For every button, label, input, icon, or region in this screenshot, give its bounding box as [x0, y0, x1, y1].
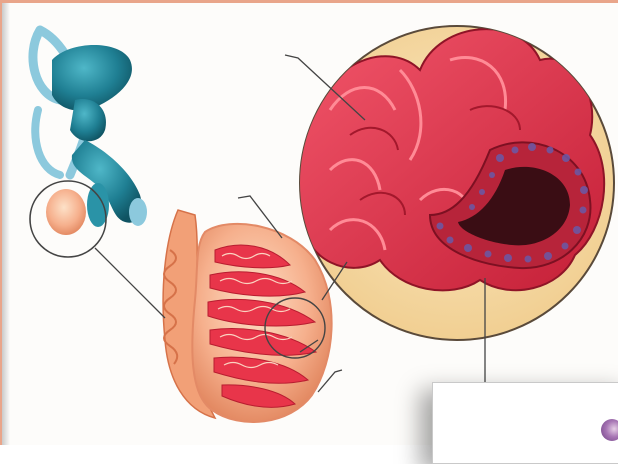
leader-line-callout: [95, 248, 165, 318]
tubule-cross-section-panel: [432, 382, 618, 464]
small-testis: [46, 189, 86, 235]
duct-loop: [35, 110, 60, 175]
illustration: [0, 0, 618, 445]
cell-thumbnail: [601, 419, 618, 441]
reproductive-organs: [30, 30, 147, 257]
testis: [163, 210, 332, 422]
diagram-stage: [0, 0, 618, 445]
prostate: [70, 99, 106, 141]
glans: [129, 198, 147, 226]
seminiferous-tubule-magnified: [297, 26, 614, 340]
